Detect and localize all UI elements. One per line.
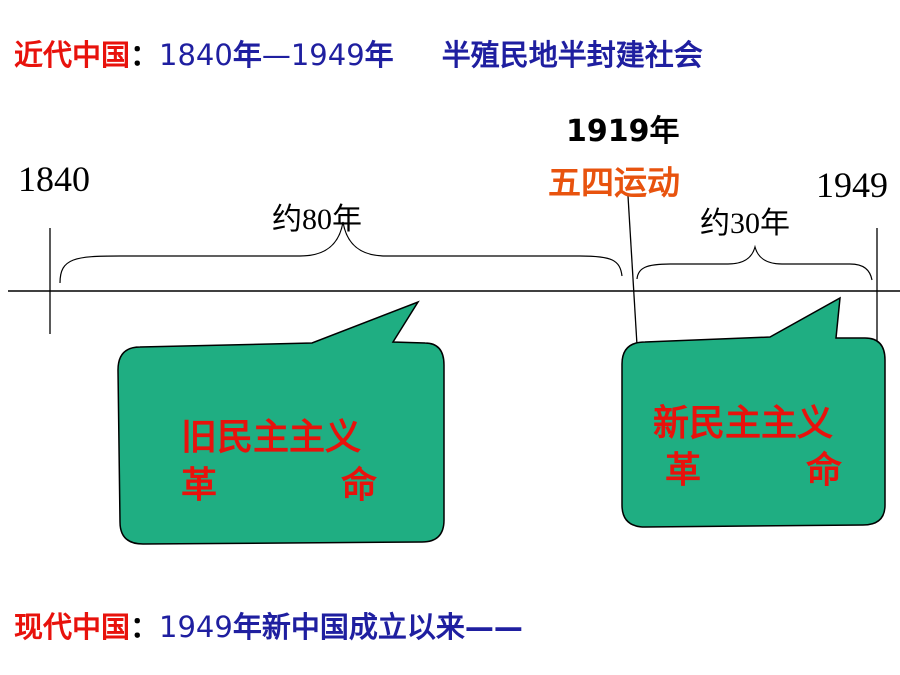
header-start-year: 1840 <box>159 38 233 72</box>
header-society: 半殖民地半封建社会 <box>441 38 703 72</box>
footer-year: 1949 <box>159 610 233 644</box>
new-revolution-char-ge: 革 <box>665 450 702 491</box>
new-revolution-char-ming: 命 <box>806 450 843 491</box>
bubble-new-democratic <box>621 296 886 528</box>
event-name: 五四运动 <box>548 163 680 202</box>
footer-line: 现代中国：1949年新中国成立以来—— <box>14 604 523 646</box>
header-dash: — <box>261 38 291 72</box>
old-revolution-char-ge: 革 <box>181 465 218 506</box>
tick-1919 <box>627 195 638 346</box>
span-label-30: 约30年 <box>700 207 790 240</box>
footer-label: 现代中国 <box>14 610 131 644</box>
old-revolution-char-ming: 命 <box>341 465 378 506</box>
header-year-char-1: 年 <box>232 38 262 72</box>
old-revolution-line1: 旧民主主义 <box>181 417 362 458</box>
header-end-year: 1949 <box>290 38 365 72</box>
footer-colon: ： <box>130 610 160 644</box>
event-year: 1919年 <box>566 114 680 149</box>
header-year-char-2: 年 <box>364 38 394 72</box>
header-label: 近代中国 <box>14 38 131 72</box>
year-label-1840: 1840 <box>18 159 90 199</box>
new-revolution-line1: 新民主主义 <box>653 403 834 444</box>
brace-80-years <box>59 221 623 284</box>
year-label-1949: 1949 <box>816 165 888 205</box>
brace-30-years <box>636 244 873 281</box>
header-line: 近代中国：1840年—1949年半殖民地半封建社会 <box>14 32 703 74</box>
header-colon: ： <box>130 38 160 72</box>
bubble-old-democratic <box>117 300 445 545</box>
footer-text: 年新中国成立以来—— <box>232 610 523 644</box>
span-label-80: 约80年 <box>272 203 362 236</box>
